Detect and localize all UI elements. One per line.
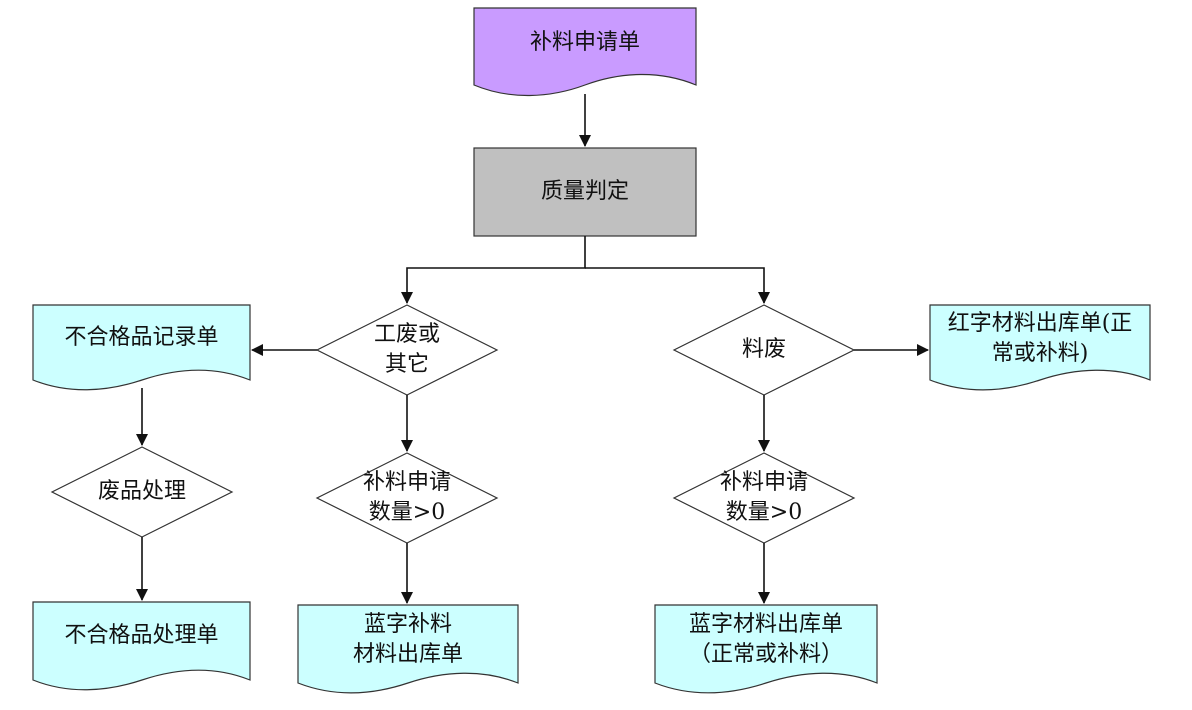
scrap-handling-text: 废品处理 [97, 479, 186, 504]
process-waste-label: 工废或 其它 [317, 305, 497, 395]
blue-out-doc-shape [654, 604, 878, 694]
red-out-doc-shape [929, 304, 1151, 391]
qty-check-left-label: 补料申请 数量>0 [317, 453, 497, 543]
blue-supplement-text-line1: 蓝字补料 [363, 612, 452, 637]
red-out-label: 红字材料出库单(正 常或补料) [930, 305, 1150, 373]
blue-supplement-text-line2: 材料出库单 [352, 642, 463, 667]
reject-record-label: 不合格品记录单 [33, 305, 250, 371]
judgement-text: 质量判定 [540, 179, 629, 204]
blue-supplement-label: 蓝字补料 材料出库单 [298, 605, 518, 675]
material-waste-text: 料废 [741, 337, 786, 362]
blue-supplement-doc-shape [297, 604, 519, 694]
blue-out-label: 蓝字材料出库单 （正常或补料） [655, 605, 877, 675]
qty-check-right-text-line1: 补料申请 [719, 470, 808, 495]
judgement-label: 质量判定 [474, 148, 696, 236]
connector-judgement-to-process-waste [401, 236, 586, 304]
process-waste-text-line1: 工废或 [373, 322, 440, 347]
scrap-handling-label: 废品处理 [52, 447, 232, 537]
reject-handling-doc-shape [32, 601, 251, 691]
material-waste-label: 料废 [674, 305, 854, 395]
request-doc-text: 补料申请单 [529, 30, 640, 55]
qty-check-right-text-line2: 数量>0 [725, 500, 803, 525]
qty-check-left-text-line1: 补料申请 [362, 470, 451, 495]
qty-check-left-text-line2: 数量>0 [368, 500, 446, 525]
reject-record-doc-shape [32, 304, 251, 391]
reject-handling-label: 不合格品处理单 [33, 602, 250, 670]
blue-out-text-line1: 蓝字材料出库单 [688, 612, 843, 637]
request-doc-shape [473, 7, 697, 97]
request-doc-label: 补料申请单 [474, 8, 696, 78]
blue-out-text-line2: （正常或补料） [688, 642, 843, 667]
reject-handling-text: 不合格品处理单 [64, 623, 219, 648]
process-waste-text-line2: 其它 [384, 352, 429, 377]
reject-record-text: 不合格品记录单 [64, 325, 219, 350]
qty-check-right-label: 补料申请 数量>0 [674, 453, 854, 543]
red-out-text-line2: 常或补料) [991, 341, 1089, 366]
red-out-text-line1: 红字材料出库单(正 [947, 311, 1133, 336]
connector-judgement-to-material-waste [585, 267, 770, 304]
judgement-box-shape [473, 147, 697, 237]
